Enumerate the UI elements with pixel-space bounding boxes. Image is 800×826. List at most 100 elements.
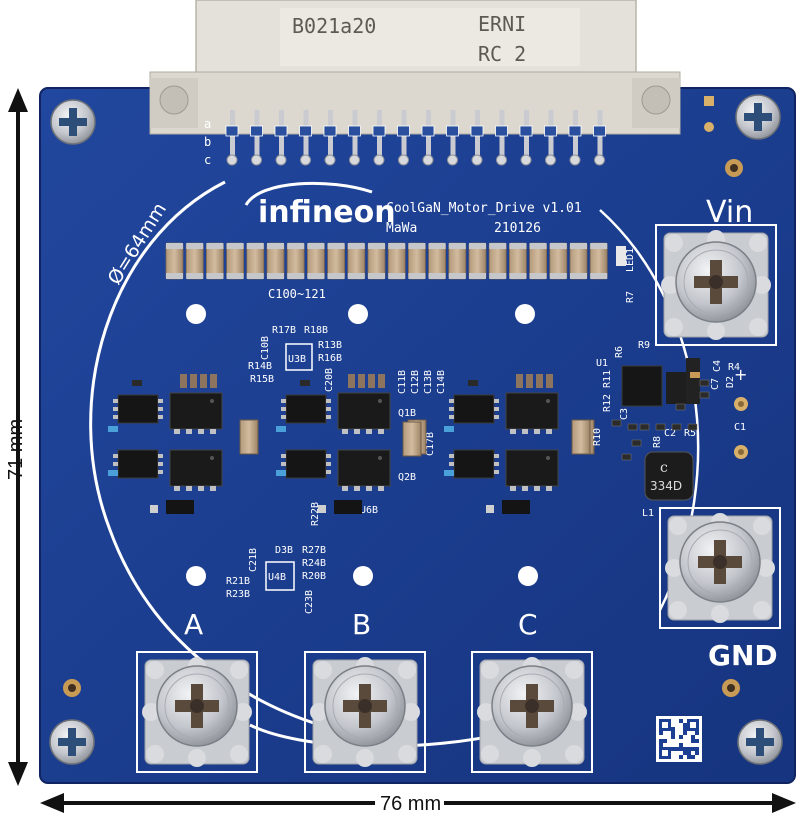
refdes-r27b: R27B bbox=[302, 545, 326, 556]
corner-screw-icon bbox=[735, 94, 781, 140]
refdes-r13b: R13B bbox=[318, 340, 342, 351]
svg-text:334D: 334D bbox=[650, 479, 682, 493]
refdes-r8: R8 bbox=[652, 436, 663, 448]
sot-regulator bbox=[334, 500, 362, 514]
width-dimension-arrow bbox=[40, 793, 796, 813]
smd-passive bbox=[621, 453, 632, 461]
cap-bank-label: C100~121 bbox=[268, 287, 326, 301]
refdes-q1b: Q1B bbox=[398, 408, 416, 419]
qr-code bbox=[656, 716, 702, 762]
smd-passive bbox=[687, 423, 698, 431]
refdes-c21b: C21B bbox=[248, 548, 259, 572]
refdes-l1: L1 bbox=[642, 508, 654, 519]
smd-passive bbox=[611, 419, 622, 427]
refdes-c20b: C20B bbox=[324, 368, 335, 392]
terminal-c bbox=[471, 651, 593, 773]
smd-passive bbox=[627, 423, 638, 431]
gan-transistor bbox=[169, 392, 223, 435]
smd-passive bbox=[699, 379, 710, 387]
refdes-r11: R11 bbox=[602, 370, 613, 388]
gate-driver-chip bbox=[448, 449, 500, 479]
board-author: MaWa bbox=[386, 221, 417, 236]
terminal-vin-label: Vin bbox=[706, 195, 753, 230]
refdes-c1: C1 bbox=[734, 422, 746, 433]
sot-regulator bbox=[502, 500, 530, 514]
refdes-r10: R10 bbox=[592, 428, 603, 446]
width-dimension-label: 76 mm bbox=[380, 793, 441, 815]
refdes-u4b: U4B bbox=[268, 572, 286, 583]
svg-text:infineon: infineon bbox=[258, 195, 396, 230]
refdes-r17b: R17B bbox=[272, 325, 296, 336]
gate-driver-chip bbox=[448, 394, 500, 424]
refdes-r16b: R16B bbox=[318, 353, 342, 364]
refdes-r21b: R21B bbox=[226, 576, 250, 587]
refdes-r6: R6 bbox=[614, 346, 625, 358]
terminal-c-label: C bbox=[518, 608, 538, 641]
height-dimension-label: 71 mm bbox=[5, 419, 27, 480]
sot-regulator bbox=[166, 500, 194, 514]
smd-passive bbox=[631, 439, 642, 447]
capacitor-bank bbox=[165, 242, 608, 280]
refdes-r7: R7 bbox=[625, 291, 636, 303]
terminal-a bbox=[136, 651, 258, 773]
refdes-c23b: C23B bbox=[304, 590, 315, 614]
gan-transistor bbox=[337, 449, 391, 492]
refdes-c10b: C10B bbox=[260, 336, 271, 360]
terminal-b bbox=[304, 651, 426, 773]
terminal-a-label: A bbox=[184, 608, 203, 641]
smd-passive bbox=[671, 423, 682, 431]
board-name: CoolGaN_Motor_Drive v1.01 bbox=[386, 201, 582, 216]
refdes-u6b: U6B bbox=[360, 505, 378, 516]
smd-passive bbox=[639, 423, 650, 431]
refdes-c3: C3 bbox=[619, 408, 630, 420]
refdes-r22b: R22B bbox=[310, 502, 321, 526]
refdes-c17b: C17B bbox=[425, 432, 436, 456]
board-date-code: 210126 bbox=[494, 221, 541, 236]
gan-transistor bbox=[337, 392, 391, 435]
connector-brand: ERNI bbox=[478, 12, 526, 36]
smd-passive bbox=[655, 423, 666, 431]
corner-screw-icon bbox=[50, 99, 96, 145]
gate-driver-chip bbox=[112, 449, 164, 479]
gate-driver-chip bbox=[112, 394, 164, 424]
refdes-r23b: R23B bbox=[226, 589, 250, 600]
mcu-chip bbox=[621, 365, 663, 407]
connector-part-number: B021a20 bbox=[292, 14, 376, 38]
refdes-u3b: U3B bbox=[288, 354, 306, 365]
plus-sign: + bbox=[734, 365, 747, 384]
refdes-r4: R4 bbox=[728, 362, 740, 373]
svg-text:c: c bbox=[660, 460, 668, 476]
refdes-r15b: R15B bbox=[250, 374, 274, 385]
height-dimension-arrow bbox=[8, 88, 28, 786]
refdes-c12b: C12B bbox=[410, 370, 421, 394]
connector-row-c: c bbox=[204, 153, 211, 167]
corner-screw-icon bbox=[49, 719, 95, 765]
refdes-r18b: R18B bbox=[304, 325, 328, 336]
connector-row-a: a bbox=[204, 117, 211, 131]
terminal-b-label: B bbox=[352, 608, 371, 641]
infineon-logo: infineon bbox=[244, 181, 396, 230]
bulk-capacitor bbox=[239, 419, 259, 455]
power-inductor: c 334D bbox=[644, 451, 694, 501]
refdes-q2b: Q2B bbox=[398, 472, 416, 483]
connector-row-b: b bbox=[204, 135, 211, 149]
smd-passive bbox=[675, 403, 686, 411]
refdes-u1: U1 bbox=[596, 358, 608, 369]
refdes-d2: D2 bbox=[725, 376, 736, 388]
refdes-led1: LED1 bbox=[625, 248, 636, 272]
smd-passive bbox=[699, 391, 710, 399]
refdes-r9: R9 bbox=[638, 340, 650, 351]
corner-screw-icon bbox=[737, 719, 783, 765]
refdes-c2: C2 bbox=[664, 428, 676, 439]
gate-driver-chip bbox=[280, 449, 332, 479]
refdes-c13b: C13B bbox=[423, 370, 434, 394]
gate-driver-chip bbox=[280, 394, 332, 424]
refdes-r24b: R24B bbox=[302, 558, 326, 569]
refdes-c14b: C14B bbox=[436, 370, 447, 394]
refdes-d3b: D3B bbox=[275, 545, 293, 556]
refdes-c11b: C11B bbox=[397, 370, 408, 394]
refdes-r12: R12 bbox=[602, 394, 613, 412]
refdes-r5: R5 bbox=[684, 428, 696, 439]
terminal-vin bbox=[655, 224, 777, 346]
